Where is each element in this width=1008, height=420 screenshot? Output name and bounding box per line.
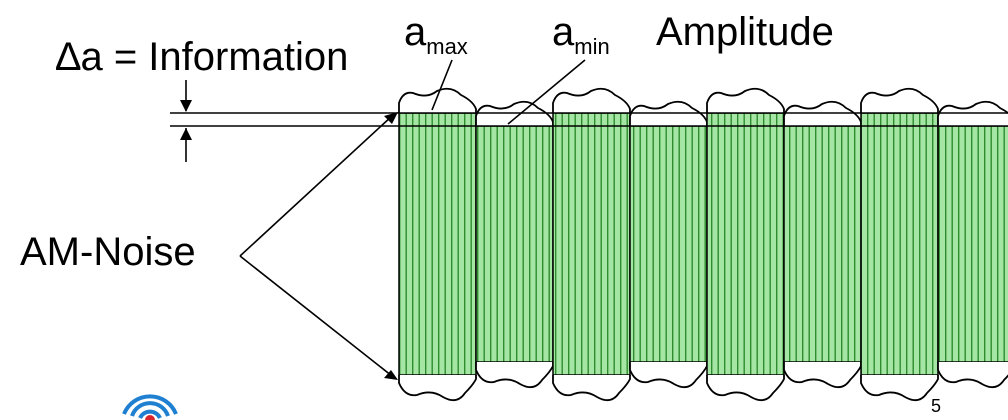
a-min-leader (507, 59, 586, 125)
noise-bottom-8 (937, 362, 1008, 389)
am-noise-arrowhead-top (384, 112, 398, 124)
noise-top-6 (783, 100, 862, 126)
a-min-label: amin (552, 10, 610, 58)
annotation-layer (170, 59, 1008, 380)
delta-a-information-label: ∆a = Information (56, 37, 348, 77)
bar-3 (552, 112, 631, 376)
noise-top-1 (398, 87, 477, 113)
bar-7 (860, 112, 939, 376)
am-noise-arrow-bottom (239, 255, 393, 377)
noise-bottom-2 (475, 362, 554, 389)
noise-top-3 (552, 87, 631, 113)
a-max-leader (431, 59, 453, 111)
noise-bottom-5 (706, 375, 785, 402)
page-number: 5 (931, 396, 942, 416)
delta-arrow-top-head (180, 100, 192, 112)
wifi-signal-icon (122, 394, 178, 420)
noise-top-7 (860, 87, 939, 113)
am-noise-label: AM-Noise (20, 232, 196, 272)
bar-4 (629, 125, 708, 363)
bar-5 (706, 112, 785, 376)
delta-arrow-bottom-head (180, 128, 192, 140)
bars-layer (398, 87, 1008, 402)
noise-bottom-6 (783, 362, 862, 389)
noise-bottom-3 (552, 375, 631, 402)
amplitude-text: Amplitude (656, 10, 834, 54)
a-min-subscript: min (574, 34, 610, 59)
delta-a-text: ∆a = Information (56, 35, 349, 79)
a-max-subscript: max (426, 34, 468, 59)
noise-bottom-7 (860, 375, 939, 402)
a-min-base: a (552, 10, 575, 54)
am-noise-arrowhead-bottom (384, 370, 398, 380)
noise-bottom-1 (398, 375, 477, 402)
am-noise-text: AM-Noise (20, 230, 196, 274)
bar-2 (475, 125, 554, 363)
bar-8 (937, 125, 1008, 363)
noise-top-4 (629, 100, 708, 126)
a-max-label: amax (404, 10, 468, 58)
noise-top-8 (937, 100, 1008, 126)
noise-top-2 (475, 100, 554, 126)
bar-1 (398, 112, 477, 376)
noise-top-5 (706, 87, 785, 113)
bar-6 (783, 125, 862, 363)
a-max-base: a (404, 10, 427, 54)
amplitude-label: Amplitude (656, 12, 834, 52)
am-noise-arrow-top (239, 115, 393, 257)
noise-bottom-4 (629, 362, 708, 389)
